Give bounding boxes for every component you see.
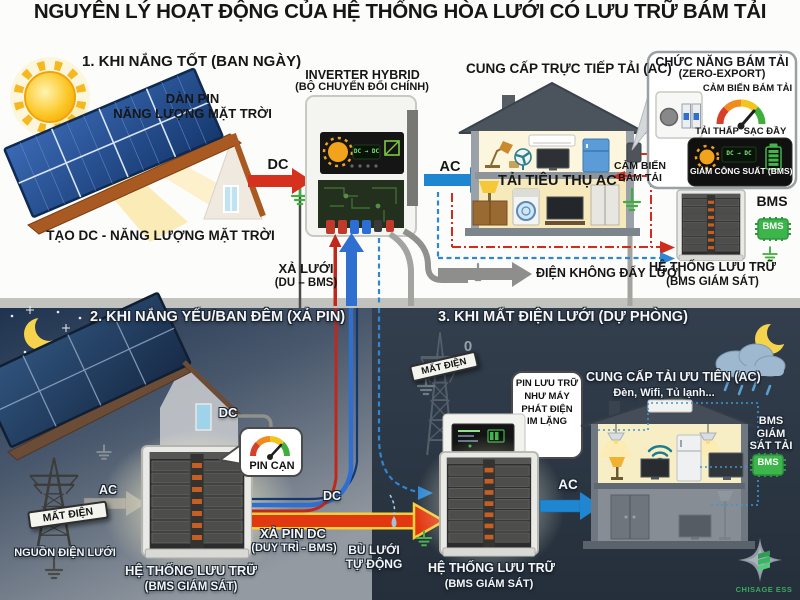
ground-icon-tower2 [44, 548, 64, 580]
storage3-name: HỆ THỐNG LƯU TRỮ [428, 561, 555, 575]
priority-load-heading: CUNG CẤP TẢI ƯU TIÊN (AC) [586, 370, 761, 384]
tv2-icon [545, 196, 585, 225]
battery-cabinet-1 [676, 189, 746, 262]
rain-cloud-icon [715, 324, 786, 396]
dc-arrow-1 [248, 168, 312, 194]
solar-house-1 [3, 67, 266, 235]
gauge-full-label: SẠC ĐẦY [743, 126, 787, 137]
main-title: NGUYÊN LÝ HOẠT ĐỘNG CỦA HỆ THỐNG HÒA LƯỚ… [33, 0, 767, 23]
phase3-heading: 3. KHI MẤT ĐIỆN LƯỚI (DỰ PHÒNG) [438, 309, 688, 325]
storage1-name: HỆ THỐNG LƯU TRỮ [649, 260, 776, 274]
storage1-subtitle: (BMS GIÁM SÁT) [666, 276, 759, 288]
grid-compensation-label: BÙ LƯỚI TỰ ĐỘNG [345, 543, 403, 571]
ac-arrow-label-1: AC [439, 159, 461, 175]
desk-lamp-icon [485, 141, 513, 168]
chisage-logo-icon [738, 538, 782, 582]
tv-icon [536, 148, 570, 171]
zero-export-sensor-label: CẢM BIẾN BÁM TẢI [702, 83, 793, 94]
solar-panels-2 [0, 292, 192, 448]
tv-low-icon-3 [678, 514, 712, 540]
power-reduction-label: GIẢM CÔNG SUẤT (BMS) [690, 166, 793, 176]
ac-arrow-3 [539, 492, 601, 520]
battery-feed-arrows [329, 233, 381, 306]
table-lamp-icon-3 [609, 457, 625, 480]
grid-source-label: NGUỒN ĐIỆN LƯỚI [14, 547, 116, 559]
power-reduction-panel [687, 137, 793, 187]
inverter-title: INVERTER HYBRID [305, 68, 420, 82]
storage3-subtitle: (BMS GIÁM SÁT) [444, 578, 534, 590]
fridge-icon [582, 138, 610, 173]
sensor-device-icon [655, 91, 703, 139]
battery-low-gauge-icon [250, 436, 290, 460]
storage2-subtitle: (BMS GIÁM SÁT) [144, 581, 238, 593]
bms-title: BMS [756, 193, 788, 209]
ac-arrow-label-3: AC [558, 477, 578, 492]
conduit-pipes [388, 228, 633, 306]
floor-lamp-icon-3 [717, 491, 733, 540]
ac-unit-icon-3 [647, 399, 693, 413]
zero-export-panel [631, 50, 798, 190]
bms-chip-label-1: BMS [762, 221, 784, 232]
bms-chip-label-2: BMS [757, 457, 779, 468]
wardrobe-icon [590, 184, 620, 226]
wardrobe-icon-3 [610, 494, 650, 540]
house-loads [458, 81, 647, 236]
battery-low-callout: PIN CẠN [249, 460, 295, 472]
load-sensor-callout: CẢM BIẾN BÁM TẢI [614, 160, 666, 184]
brand-logo-text: CHISAGE ESS [735, 585, 793, 594]
storage2-name: HỆ THỐNG LƯU TRỮ [124, 563, 258, 578]
pendant-lamp-icon [600, 424, 632, 457]
fan-icon [514, 148, 532, 170]
dc-wire-label: DC [322, 489, 342, 503]
fridge-icon-3 [676, 434, 702, 482]
zero-export-subheading: (ZERO-EXPORT) [678, 68, 766, 80]
bms-load-monitor-label: BMS GIÁM SÁT TẢI [749, 415, 793, 453]
inverter-display-text: DC → DC [353, 148, 380, 155]
ac-unit-icon [528, 134, 576, 147]
no-export-label: ĐIỆN KHÔNG ĐẨY LƯỚI [536, 266, 682, 280]
ac-load-label: TẢI TIÊU THỤ AC [498, 173, 617, 189]
battery-discharge-subtitle: (DUY TRÌ - BMS) [251, 542, 337, 554]
battery-cabinet-3 [439, 451, 539, 558]
load-gauge-icon [716, 99, 766, 130]
signal-lines [436, 153, 675, 265]
dc-roof-label: DC [218, 405, 238, 420]
ground-icon-house [622, 188, 642, 212]
pv-array-label: DÀN PIN NĂNG LƯỢNG MẶT TRỜI [113, 91, 272, 121]
dc-arrow-label-1: DC [267, 157, 289, 173]
inverter-subtitle: (BỘ CHUYỂN ĐỔI CHÍNH) [295, 81, 429, 93]
phase1-heading: 1. KHI NẮNG TỐT (BAN NGÀY) [82, 53, 302, 70]
washing-machine-icon [512, 188, 540, 226]
battery-discharge-label: XẢ PIN DC [260, 526, 326, 541]
zero-power-label: 0 [463, 338, 473, 355]
inverter-device [305, 95, 418, 237]
silent-generator-callout: PIN LƯU TRỮ NHƯ MÁY PHÁT ĐIỆN IM LẶNG [515, 378, 579, 428]
phase2-heading: 2. KHI NẮNG YẾU/BAN ĐÊM (XẢ PIN) [90, 309, 346, 325]
grid-discharge-label: XẢ LƯỚI (DU – BMS) [274, 261, 338, 289]
pv-caption: TẠO DC - NĂNG LƯỢNG MẶT TRỜI [46, 228, 275, 243]
cabinet-icon [472, 200, 508, 226]
priority-house [580, 393, 755, 549]
solar-house-2 [0, 292, 273, 461]
zero-export-heading: CHỨC NĂNG BÁM TẢI [655, 55, 789, 69]
discharge-wires [252, 308, 359, 513]
ac-arrow-label-2: AC [98, 483, 118, 497]
direct-supply-heading: CUNG CẤP TRỰC TIẾP TẢI (AC) [466, 61, 672, 76]
gauge-low-label: TẢI THẤP [695, 126, 739, 137]
moon-icon [24, 318, 56, 350]
section-divider-strip [0, 298, 800, 308]
zero-export-display-text: DC → DC [726, 150, 752, 157]
solar-panels-1 [3, 67, 224, 218]
tv-small-icon-3 [640, 458, 670, 480]
priority-load-subtitle: Đèn, Wifi, Tủ lạnh... [613, 387, 715, 399]
tv-icon-3 [708, 452, 744, 480]
no-export-arrow [438, 262, 532, 287]
bms-monitor-links [598, 402, 759, 506]
battery-low-bubble [217, 427, 303, 477]
